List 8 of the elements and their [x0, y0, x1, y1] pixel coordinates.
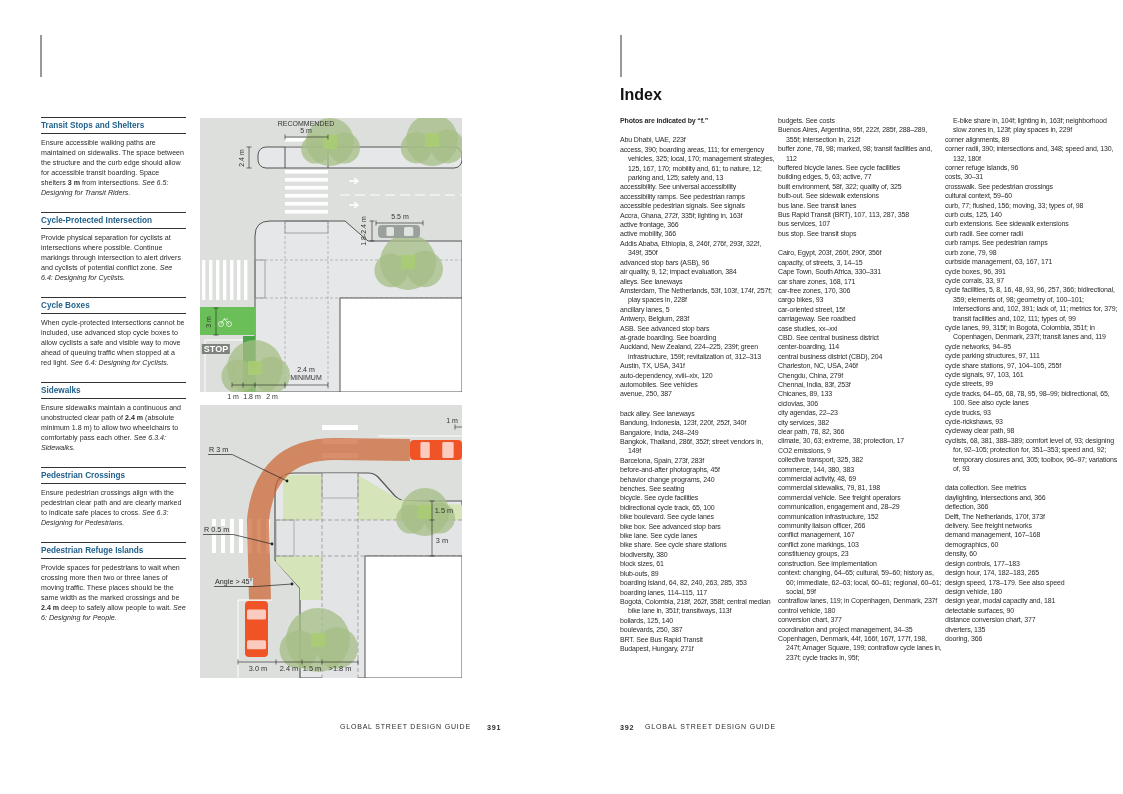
road-marking-text: STOP: [201, 344, 231, 354]
index-title: Index: [620, 86, 662, 104]
section-heading: Pedestrian Crossings: [41, 467, 186, 484]
section-heading: Pedestrian Refuge Islands: [41, 542, 186, 559]
section-heading: Cycle Boxes: [41, 297, 186, 314]
section-heading: Cycle-Protected Intersection: [41, 212, 186, 229]
section-heading: Sidewalks: [41, 382, 186, 399]
section-heading: Transit Stops and Shelters: [41, 117, 186, 134]
